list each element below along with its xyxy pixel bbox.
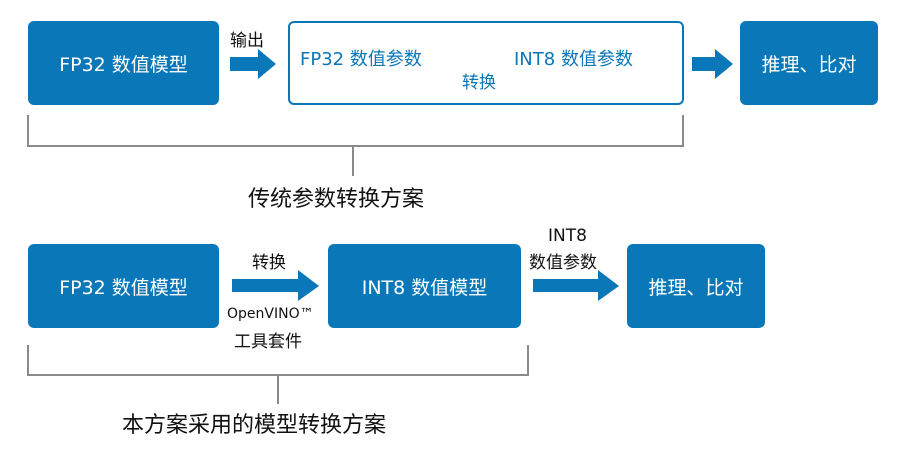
arrow-to-inference-bottom	[533, 270, 619, 301]
int8-params-label: INT8 数值参数	[514, 49, 633, 70]
fp32-params-label: FP32 数值参数	[300, 49, 422, 70]
caption-this-solution: 本方案采用的模型转换方案	[122, 413, 387, 438]
fp32-model-label-top: FP32 数值模型	[59, 53, 188, 76]
fp32-model-label-bottom: FP32 数值模型	[59, 276, 188, 299]
int8-params-line1: INT8	[548, 226, 587, 246]
fp32-model-box-bottom: FP32 数值模型	[28, 244, 219, 328]
param-convert-box	[288, 21, 684, 105]
bracket-top	[27, 115, 684, 176]
arrow-convert-bottom	[232, 270, 319, 301]
toolkit-label: 工具套件	[234, 332, 302, 352]
int8-model-label: INT8 数值模型	[361, 276, 488, 299]
inference-box-bottom: 推理、比对	[627, 244, 765, 328]
arrow-output	[230, 49, 276, 79]
arrow-to-inference-top	[692, 49, 733, 79]
openvino-label: OpenVINO™	[227, 306, 314, 322]
output-label: 输出	[230, 31, 264, 51]
inference-label-bottom: 推理、比对	[648, 276, 744, 299]
param-convert-label: 转换	[462, 73, 496, 93]
bracket-bottom	[27, 345, 529, 404]
convert-label-bottom: 转换	[252, 253, 286, 273]
caption-traditional: 传统参数转换方案	[248, 187, 425, 212]
inference-box-top: 推理、比对	[740, 21, 878, 105]
fp32-model-box-top: FP32 数值模型	[28, 21, 219, 105]
inference-label-top: 推理、比对	[761, 53, 857, 76]
int8-model-box: INT8 数值模型	[328, 244, 521, 328]
int8-params-line2: 数值参数	[529, 253, 597, 273]
